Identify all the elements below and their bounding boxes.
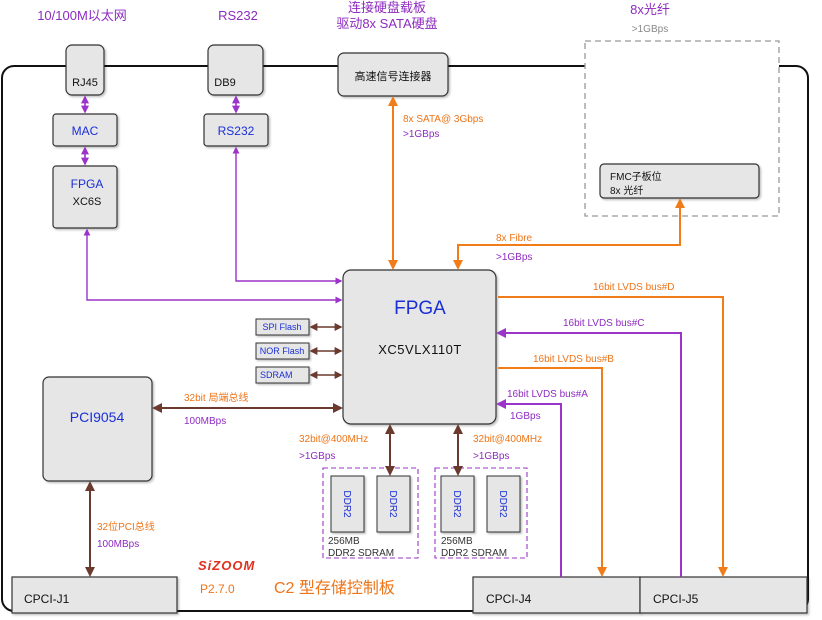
ddr-right-type: DDR2 SDRAM: [441, 548, 507, 559]
cpci-j5-label: CPCI-J5: [653, 592, 699, 606]
board-title: C2 型存储控制板: [274, 579, 395, 597]
nor-flash-label: NOR Flash: [260, 346, 305, 356]
fpga-small-to-main-link: [83, 228, 343, 304]
ddr-chip-label: DDR2: [451, 490, 462, 518]
lvds-d-label: 16bit LVDS bus#D: [593, 282, 675, 293]
ddr-left-bw-label: >1GBps: [299, 451, 335, 462]
fibre-bw-label: >1GBps: [496, 252, 532, 263]
main-fpga-part: XC5VLX110T: [378, 342, 462, 357]
rs232-block: [203, 113, 269, 147]
db9-block: [207, 44, 264, 96]
fibre-label: 8x Fibre: [496, 233, 533, 244]
cpci-j4-block: [472, 576, 641, 614]
rs232-fpga-link: [232, 146, 343, 285]
rj45-block: [65, 44, 105, 96]
ddr-group-right: [434, 467, 528, 559]
lvds-a-label: 16bit LVDS bus#A: [507, 389, 588, 400]
local-bus-label: 32bit 局端总线: [184, 391, 248, 404]
fmc-line2: 8x 光纤: [610, 184, 643, 197]
pci-bus-label: 32位PCI总线: [97, 520, 155, 533]
ddr-chip: [376, 475, 411, 533]
spi-flash-label: SPI Flash: [262, 322, 301, 332]
rs232-label: RS232: [218, 124, 255, 138]
ddr-group-left: [322, 467, 419, 559]
ddr-chip: [486, 475, 521, 533]
cpci-j5-block: [639, 576, 808, 614]
lvds-c-link: [496, 328, 682, 577]
lvds-b-label: 16bit LVDS bus#B: [533, 354, 614, 365]
fiber-title-label: 8x光纤: [630, 2, 670, 17]
main-fpga-title: FPGA: [394, 298, 446, 319]
pci9054-label: PCI9054: [70, 409, 125, 425]
mac-label: MAC: [72, 124, 99, 138]
sdram-label: SDRAM: [260, 370, 293, 380]
fpga-small-block: [52, 165, 118, 229]
ddr-left-size: 256MB: [328, 536, 360, 547]
lvds-b-link: [498, 367, 607, 577]
lvds-d-link: [498, 296, 728, 577]
ddr-chip-label: DDR2: [387, 490, 398, 518]
mac-block: [52, 113, 118, 147]
rj45-label: RJ45: [72, 77, 98, 89]
cpci-j1-block: [11, 576, 178, 614]
lvds-a-link: [496, 399, 562, 577]
sizoom-logo: SiZOOM: [198, 558, 255, 573]
spi-flash-block: [255, 318, 310, 336]
ddr-chip: [440, 475, 475, 533]
fpga-small-part: XC6S: [73, 196, 102, 208]
lvds-c-label: 16bit LVDS bus#C: [563, 318, 645, 329]
sdram-block: [255, 366, 310, 384]
ddr-chip-label: DDR2: [341, 490, 352, 518]
ddr-right-rate-label: 32bit@400MHz: [473, 434, 542, 445]
ddr-right-bw-label: >1GBps: [473, 451, 509, 462]
ddr-left-rate-label: 32bit@400MHz: [299, 434, 368, 445]
pci-bus-bw-label: 100MBps: [97, 539, 139, 550]
fmc-line1: FMC子板位: [610, 170, 662, 183]
fiber-rate-label: >1GBps: [632, 24, 668, 35]
ddr-left-type: DDR2 SDRAM: [328, 548, 394, 559]
rs232-top-label: RS232: [218, 8, 258, 23]
main-fpga-block: [342, 269, 497, 425]
lvds-a-bw-label: 1GBps: [510, 411, 541, 422]
sata-rate-label: 8x SATA@ 3Gbps: [403, 114, 483, 125]
sata-label-line1: 连接硬盘载板: [348, 0, 426, 15]
version-label: P2.7.0: [200, 582, 235, 596]
sata-bw-label: >1GBps: [403, 129, 439, 140]
ddr-chip: [330, 475, 365, 533]
cpci-j4-label: CPCI-J4: [486, 592, 532, 606]
fpga-small-title: FPGA: [71, 177, 104, 191]
sata-label-line2: 驱动8x SATA硬盘: [336, 16, 437, 31]
db9-label: DB9: [214, 77, 235, 89]
ddr-chip-label: DDR2: [497, 490, 508, 518]
fibre-link: [453, 198, 685, 270]
nor-flash-block: [255, 342, 310, 360]
local-bus-bw-label: 100MBps: [184, 416, 226, 427]
ethernet-label: 10/100M以太网: [37, 8, 127, 23]
ddr-right-size: 256MB: [441, 536, 473, 547]
pci9054-block: [42, 376, 153, 482]
cpci-j1-label: CPCI-J1: [24, 592, 70, 606]
hs-connector-label: 高速信号连接器: [355, 69, 432, 83]
